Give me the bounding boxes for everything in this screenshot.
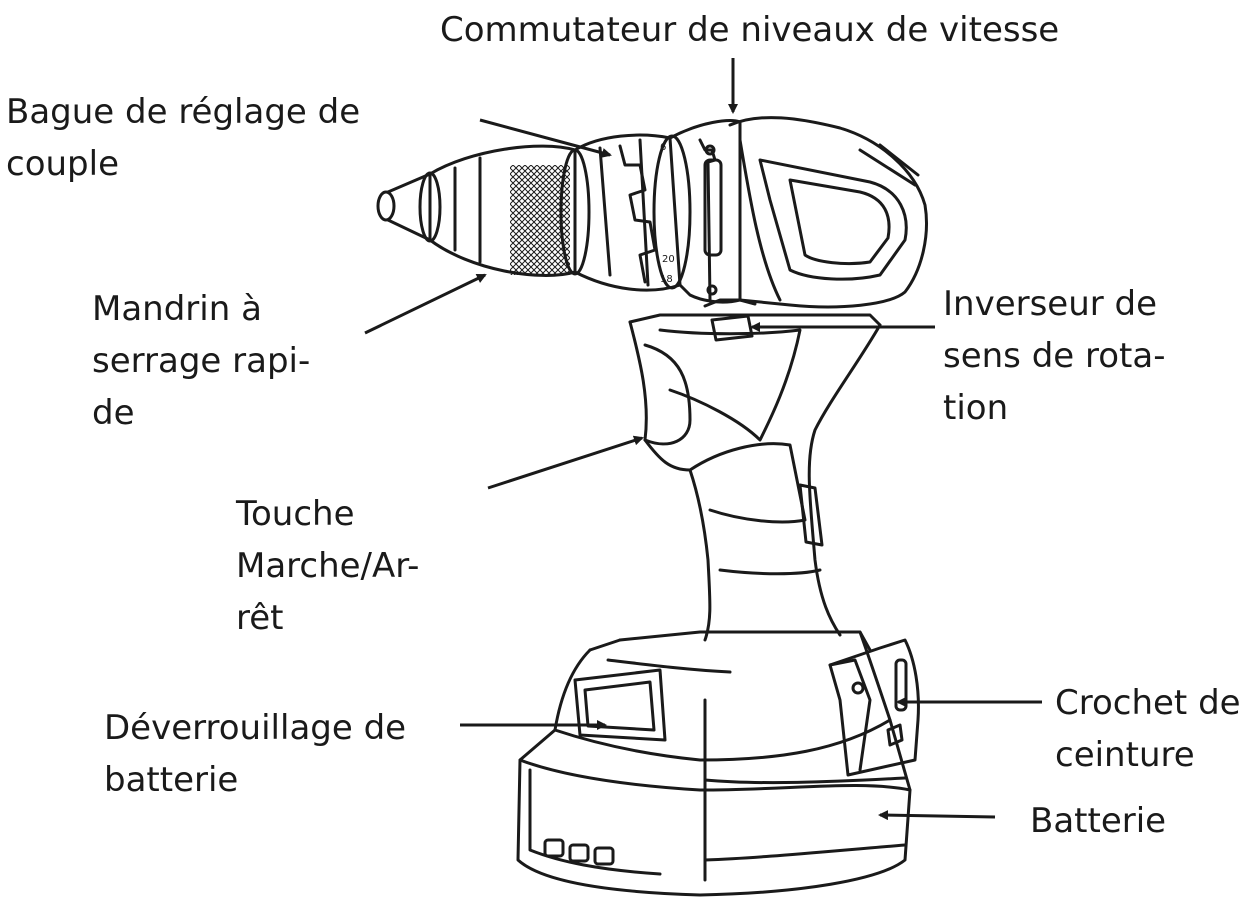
arrow-quick-chuck <box>364 273 487 335</box>
label-quick-chuck: Mandrin à serrage rapi- de <box>92 283 310 439</box>
label-line: Marche/Ar- <box>236 546 420 586</box>
gear-housing <box>668 119 742 304</box>
handle-grip <box>628 313 882 642</box>
label-line: couple <box>6 144 119 184</box>
label-line: Bague de réglage de <box>6 92 361 132</box>
chuck-body <box>428 144 591 277</box>
battery-base <box>588 630 872 652</box>
label-trigger: Touche Marche/Ar- rêt <box>236 488 419 644</box>
arrow-battery <box>878 810 996 821</box>
label-torque-ring: Bague de réglage de couple <box>6 86 360 190</box>
label-line: batterie <box>104 760 239 800</box>
svg-text:20: 20 <box>662 254 675 265</box>
torque-ring: 6 20 18 <box>573 133 692 292</box>
battery-release-shape <box>573 668 667 742</box>
trigger-shape <box>643 343 692 446</box>
label-line: Batterie <box>1030 801 1167 841</box>
label-line: sens de rota- <box>943 336 1166 376</box>
motor-housing <box>728 116 928 309</box>
label-battery-release: Déverrouillage de batterie <box>104 702 406 806</box>
label-line: Déverrouillage de <box>104 708 407 748</box>
label-line: rêt <box>236 598 284 638</box>
label-speed-switch: Commutateur de niveaux de vitesse <box>440 4 1059 56</box>
svg-text:6: 6 <box>660 142 666 153</box>
label-battery: Batterie <box>1030 795 1166 847</box>
chuck-tip <box>376 171 442 243</box>
label-line: Crochet de <box>1055 683 1241 723</box>
label-line: de <box>92 393 135 433</box>
label-line: Inverseur de <box>943 284 1158 324</box>
label-line: Touche <box>236 494 355 534</box>
label-line: serrage rapi- <box>92 341 311 381</box>
label-line: tion <box>943 388 1009 428</box>
arrow-trigger <box>487 435 644 490</box>
arrow-torque-ring <box>479 118 612 158</box>
label-line: ceinture <box>1055 735 1195 775</box>
svg-text:18: 18 <box>660 274 673 285</box>
belt-hook-shape <box>828 638 920 777</box>
label-direction-switch: Inverseur de sens de rota- tion <box>943 278 1165 434</box>
label-line: Mandrin à <box>92 289 262 329</box>
label-line: Commutateur de niveaux de vitesse <box>440 10 1060 50</box>
direction-switch-shape <box>703 298 757 342</box>
battery-pack <box>516 630 912 897</box>
label-belt-hook: Crochet de ceinture <box>1055 677 1241 781</box>
